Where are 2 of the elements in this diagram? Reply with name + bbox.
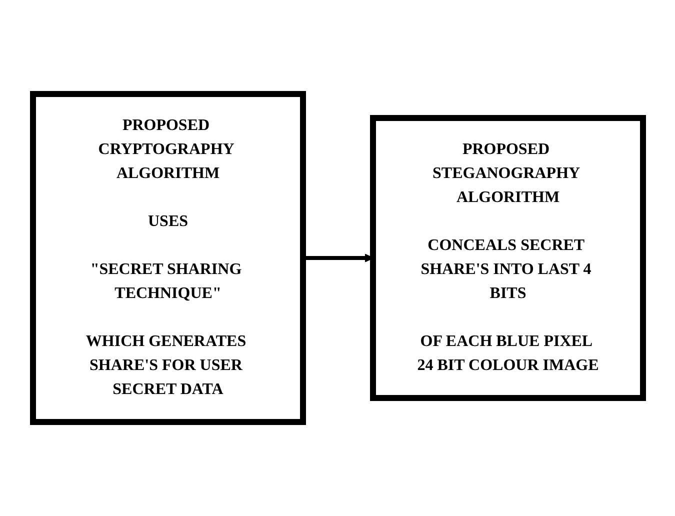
node-box: PROPOSED STEGANOGRAPHY ALGORITHM CONCEALS SECRET SHARE'S INTO LAST 4 BITS OF EACH BLUE PIXEL 24 BIT COLOUR IMAGE (370, 115, 646, 401)
node-box: PROPOSED CRYPTOGRAPHY ALGORITHM USES "SECRET SHARING TECHNIQUE" WHICH GENERATES SHARE'S FOR USER SECRET DATA (30, 91, 306, 425)
